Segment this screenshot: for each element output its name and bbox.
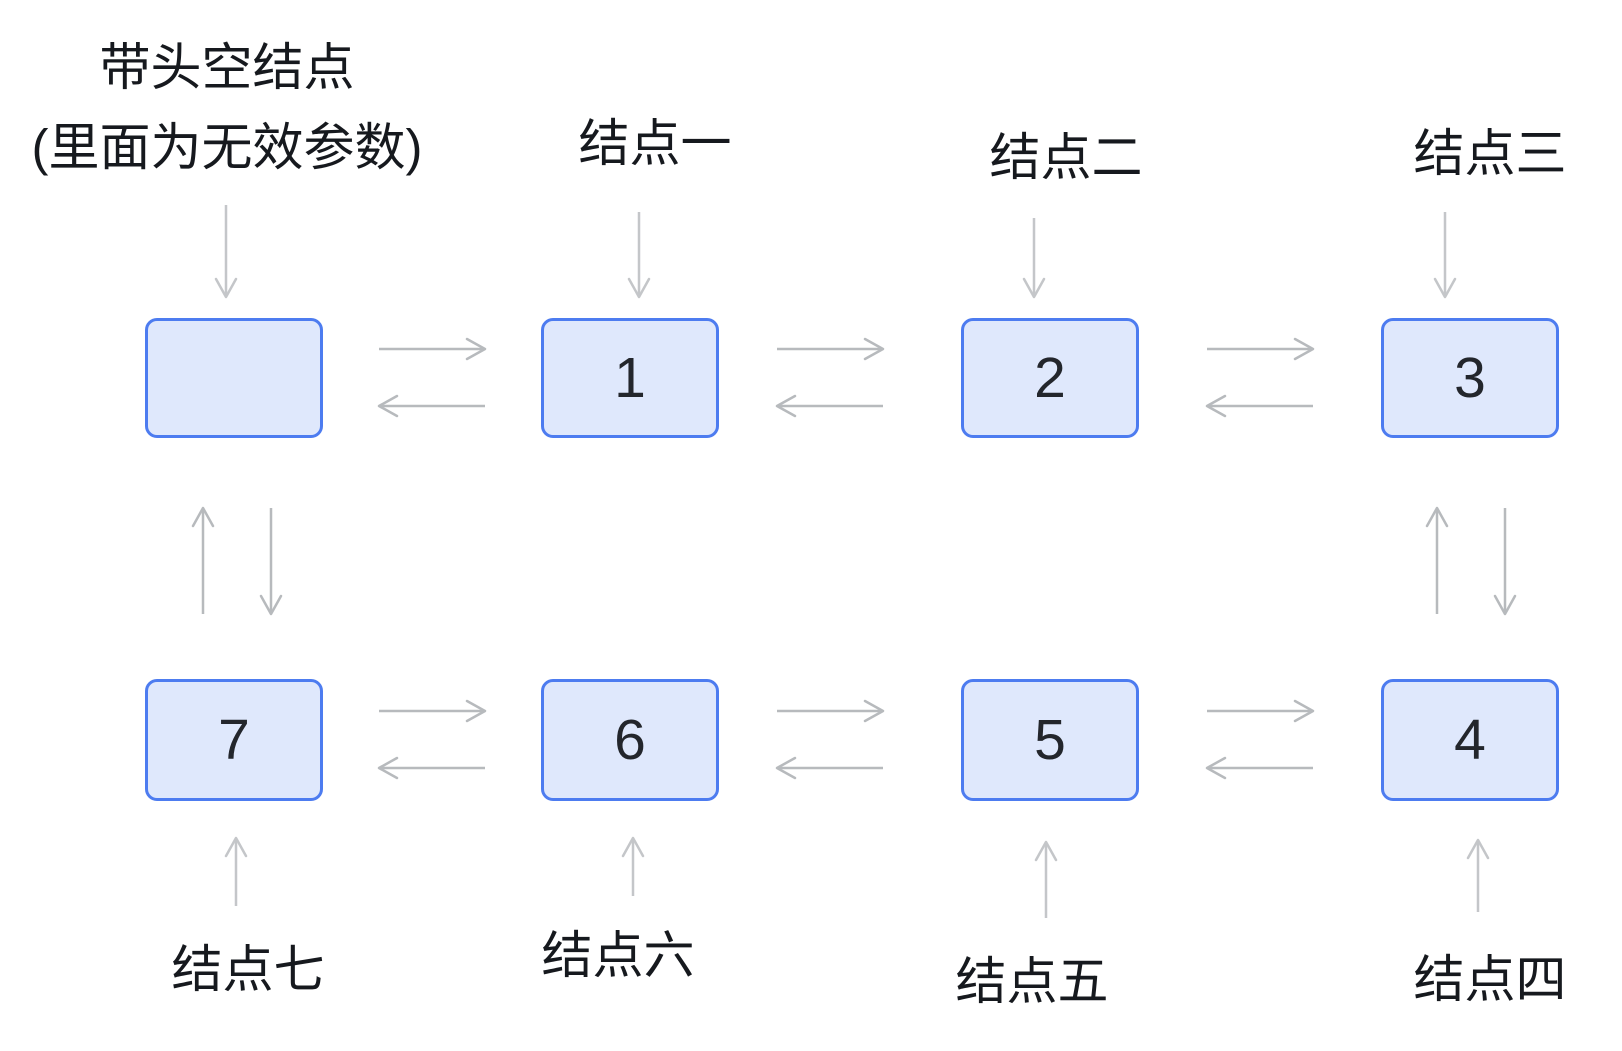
node-value-6: 6	[614, 707, 646, 772]
node-box-7: 7	[145, 679, 323, 801]
node-label-1: 结点一	[578, 115, 732, 172]
node-box-5: 5	[961, 679, 1139, 801]
node-label-6: 结点六	[541, 927, 695, 984]
node-value-5: 5	[1034, 707, 1066, 772]
node-label-7: 结点七	[171, 941, 325, 998]
node-label-5: 结点五	[955, 953, 1109, 1010]
head-node-note-line2: (里面为无效参数)	[31, 119, 423, 176]
node-value-2: 2	[1034, 345, 1066, 410]
node-label-3: 结点三	[1413, 125, 1567, 182]
node-box-4: 4	[1381, 679, 1559, 801]
head-node-note: 带头空结点 (里面为无效参数)	[32, 28, 423, 188]
node-box-3: 3	[1381, 318, 1559, 438]
head-node-note-line1: 带头空结点	[99, 39, 355, 96]
node-label-2: 结点二	[989, 129, 1143, 186]
node-box-1: 1	[541, 318, 719, 438]
node-value-3: 3	[1454, 345, 1486, 410]
node-label-4: 结点四	[1413, 951, 1567, 1008]
node-box-6: 6	[541, 679, 719, 801]
node-box-2: 2	[961, 318, 1139, 438]
node-value-1: 1	[614, 345, 646, 410]
node-value-7: 7	[218, 707, 250, 772]
node-value-4: 4	[1454, 707, 1486, 772]
head-node-box	[145, 318, 323, 438]
